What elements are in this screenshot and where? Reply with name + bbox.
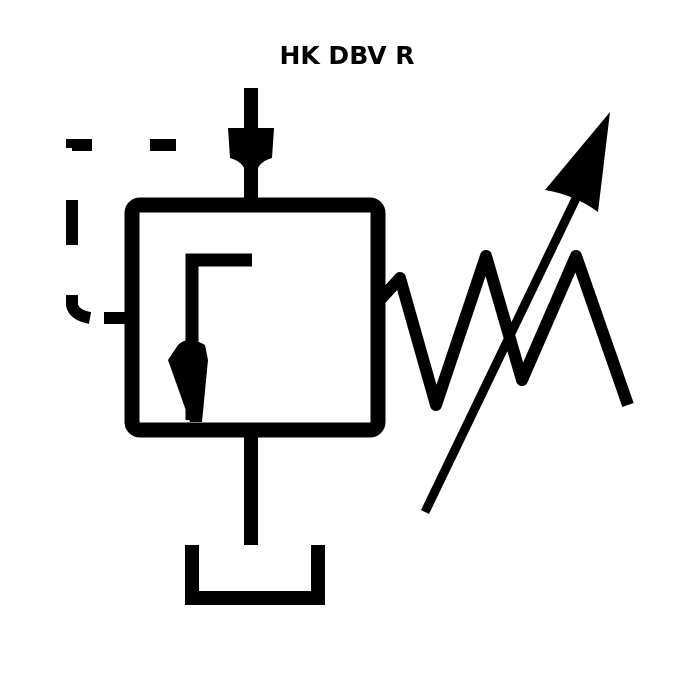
adjustable-arrow-head-icon [545,112,610,212]
pilot-line-dash [66,295,92,324]
inlet-check-cone [228,128,274,180]
poppet-cone [168,340,208,422]
symbol-title: HK DBV R [279,41,414,70]
valve-body [124,197,386,438]
tank-icon [185,545,325,605]
spring-icon [375,250,634,411]
adjustable-arrow-line [420,188,585,514]
pilot-line-dash [66,139,92,151]
